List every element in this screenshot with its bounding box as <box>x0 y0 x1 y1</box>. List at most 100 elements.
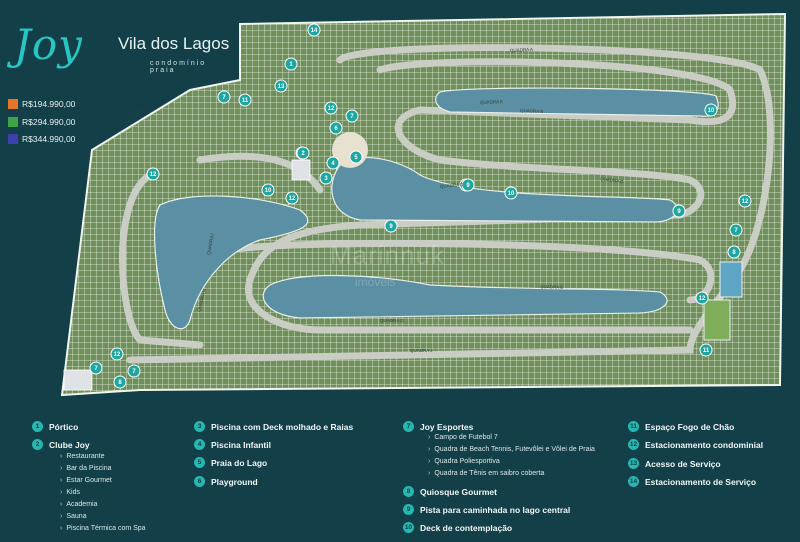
svg-text:10: 10 <box>265 188 272 194</box>
map-marker-8: 8 <box>113 375 127 389</box>
map-marker-12: 12 <box>695 291 709 305</box>
street-label: QUADRA D <box>440 182 465 189</box>
map-marker-7: 7 <box>89 361 103 375</box>
street-label: QUADRA J <box>410 348 433 353</box>
lakes <box>153 87 719 330</box>
map-marker-7: 7 <box>127 364 141 378</box>
club-building <box>291 159 311 181</box>
map-marker-12: 12 <box>146 167 160 181</box>
sports-field <box>703 299 731 341</box>
legend-sub: Sauna <box>60 513 86 520</box>
map-marker-2: 2 <box>296 146 310 160</box>
map-markers: 1234567891011121314777121212121210109991… <box>89 23 752 389</box>
site-plan-map: 1234567891011121314777121212121210109991… <box>60 12 787 397</box>
svg-text:9: 9 <box>677 209 681 215</box>
price-tier-3: R$344.990,00 <box>8 133 75 145</box>
legend-sub: Kids <box>60 489 80 496</box>
street-label: QUADRA A <box>510 47 533 53</box>
watermark-sub: imóveis <box>355 275 396 289</box>
lake-central <box>331 157 678 223</box>
svg-text:7: 7 <box>734 228 738 234</box>
map-marker-10: 10 <box>704 103 718 117</box>
legend-sub: Bar da Piscina <box>60 465 111 472</box>
map-marker-7: 7 <box>345 109 359 123</box>
map-marker-8: 8 <box>727 245 741 259</box>
svg-text:10: 10 <box>708 108 715 114</box>
street-label: QUADRA I <box>206 233 215 255</box>
price-swatch <box>8 98 18 109</box>
svg-text:4: 4 <box>331 161 335 167</box>
legend-sub: Quadra de Beach Tennis, Futevôlei e Vôle… <box>428 446 595 453</box>
legend-sub: Estar Gourmet <box>60 477 112 484</box>
svg-text:12: 12 <box>150 172 157 178</box>
svg-text:12: 12 <box>289 196 296 202</box>
price-swatch <box>8 133 18 144</box>
legend-sub: Piscina Térmica com Spa <box>60 525 145 532</box>
price-tier-2: R$294.990,00 <box>8 116 75 128</box>
map-marker-9: 9 <box>384 219 398 233</box>
svg-text:10: 10 <box>508 191 515 197</box>
legend-sub: Quadra de Tênis em saibro coberta <box>428 470 544 477</box>
street-label: QUADRA G <box>380 318 404 323</box>
svg-text:8: 8 <box>118 380 122 386</box>
map-marker-7: 7 <box>729 223 743 237</box>
svg-text:12: 12 <box>742 199 749 205</box>
map-marker-4: 4 <box>326 156 340 170</box>
street-label: QUADRA E <box>540 284 563 290</box>
map-marker-9: 9 <box>672 204 686 218</box>
lake-north <box>435 87 719 117</box>
svg-text:7: 7 <box>222 95 226 101</box>
map-marker-12: 12 <box>738 194 752 208</box>
svg-text:3: 3 <box>324 176 328 182</box>
logo-script: Joy <box>14 20 83 69</box>
legend-sub: Restaurante <box>60 453 104 460</box>
map-marker-7: 7 <box>217 90 231 104</box>
map-marker-12: 12 <box>324 101 338 115</box>
svg-text:14: 14 <box>311 28 318 34</box>
lake-south <box>262 274 668 319</box>
svg-text:12: 12 <box>328 106 335 112</box>
svg-text:13: 13 <box>278 84 285 90</box>
price-tier-1: R$194.990,00 <box>8 98 75 110</box>
logo-tagline: condomínio praia <box>150 60 207 74</box>
svg-text:7: 7 <box>94 366 98 372</box>
logo-name: Vila dos Lagos <box>118 34 230 53</box>
svg-text:2: 2 <box>301 151 305 157</box>
svg-text:7: 7 <box>350 114 354 120</box>
svg-text:9: 9 <box>466 183 470 189</box>
map-marker-1: 1 <box>284 57 298 71</box>
map-marker-10: 10 <box>261 183 275 197</box>
legend-sub: Campo de Futebol 7 <box>428 434 497 441</box>
map-marker-13: 13 <box>274 79 288 93</box>
svg-text:5: 5 <box>354 155 358 161</box>
pool-court <box>719 261 743 298</box>
svg-text:12: 12 <box>699 296 706 302</box>
map-marker-6: 6 <box>329 121 343 135</box>
roads <box>119 44 774 364</box>
map-marker-3: 3 <box>319 171 333 185</box>
map-marker-10: 10 <box>504 186 518 200</box>
map-marker-11: 11 <box>238 93 252 107</box>
svg-text:11: 11 <box>242 98 249 104</box>
watermark: Marinnuk <box>330 240 445 270</box>
svg-text:6: 6 <box>334 126 338 132</box>
street-label: QUADRA H <box>196 288 207 312</box>
lake-west <box>153 195 309 330</box>
map-marker-11: 11 <box>699 343 713 357</box>
svg-text:11: 11 <box>703 348 710 354</box>
svg-text:9: 9 <box>389 224 393 230</box>
map-marker-12: 12 <box>285 191 299 205</box>
map-marker-5: 5 <box>349 150 363 164</box>
